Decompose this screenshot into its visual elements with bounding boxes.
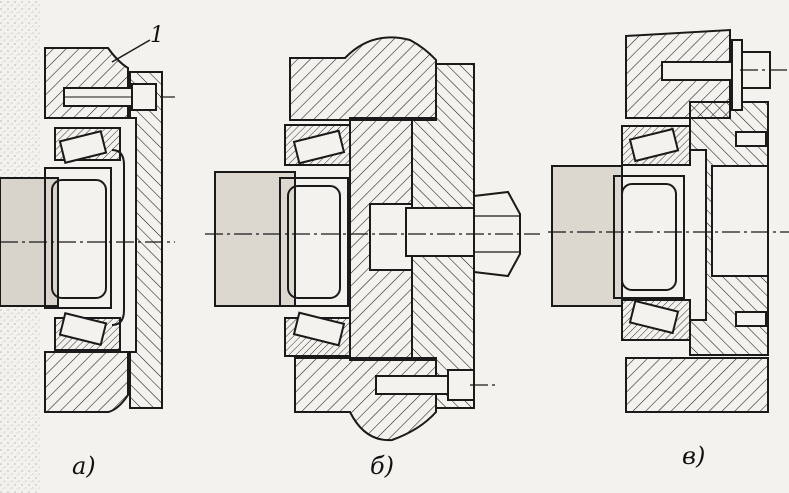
inner-sleeve-b bbox=[279, 177, 349, 307]
roller-top-c bbox=[628, 127, 680, 163]
roller-top-a bbox=[58, 130, 108, 164]
inner-bore-c bbox=[621, 183, 677, 291]
flange-c bbox=[731, 39, 743, 111]
inner-sleeve-a bbox=[44, 167, 112, 309]
bolt-b bbox=[375, 375, 449, 395]
roller-top-b bbox=[292, 129, 346, 165]
callout-leader bbox=[111, 39, 151, 63]
housing-top-a bbox=[44, 47, 129, 119]
panel-c-drawing bbox=[551, 28, 771, 413]
housing-bottom-c bbox=[625, 357, 769, 413]
callout-number: 1 bbox=[150, 23, 164, 48]
roller-bottom-c bbox=[628, 299, 680, 335]
shaft-c bbox=[551, 165, 623, 307]
inner-bore-b bbox=[287, 185, 341, 299]
housing-top-b bbox=[289, 36, 437, 121]
cover-a bbox=[129, 71, 163, 409]
panel-a-drawing bbox=[0, 47, 163, 413]
inner-bore-a bbox=[51, 179, 107, 299]
side-bolt-top-c bbox=[735, 131, 767, 147]
housing-bottom-a bbox=[44, 351, 129, 413]
spacer-a bbox=[111, 149, 125, 326]
bolt-head-a bbox=[131, 83, 157, 111]
bolt-c bbox=[661, 61, 733, 81]
housing-bottom-b bbox=[294, 357, 437, 442]
panel-b-drawing bbox=[214, 36, 521, 442]
cover-bore-c bbox=[711, 165, 769, 277]
caption-a: а) bbox=[72, 452, 96, 480]
roller-bottom-a bbox=[58, 312, 108, 346]
centerlines bbox=[0, 69, 789, 386]
shaft-b bbox=[214, 171, 296, 307]
end-bolt-b bbox=[405, 207, 481, 257]
caption-c: в) bbox=[682, 442, 705, 470]
roller-bottom-b bbox=[292, 311, 346, 347]
caption-b: б) bbox=[370, 452, 394, 480]
inner-sleeve-c bbox=[613, 175, 685, 299]
side-bolt-bottom-c bbox=[735, 311, 767, 327]
